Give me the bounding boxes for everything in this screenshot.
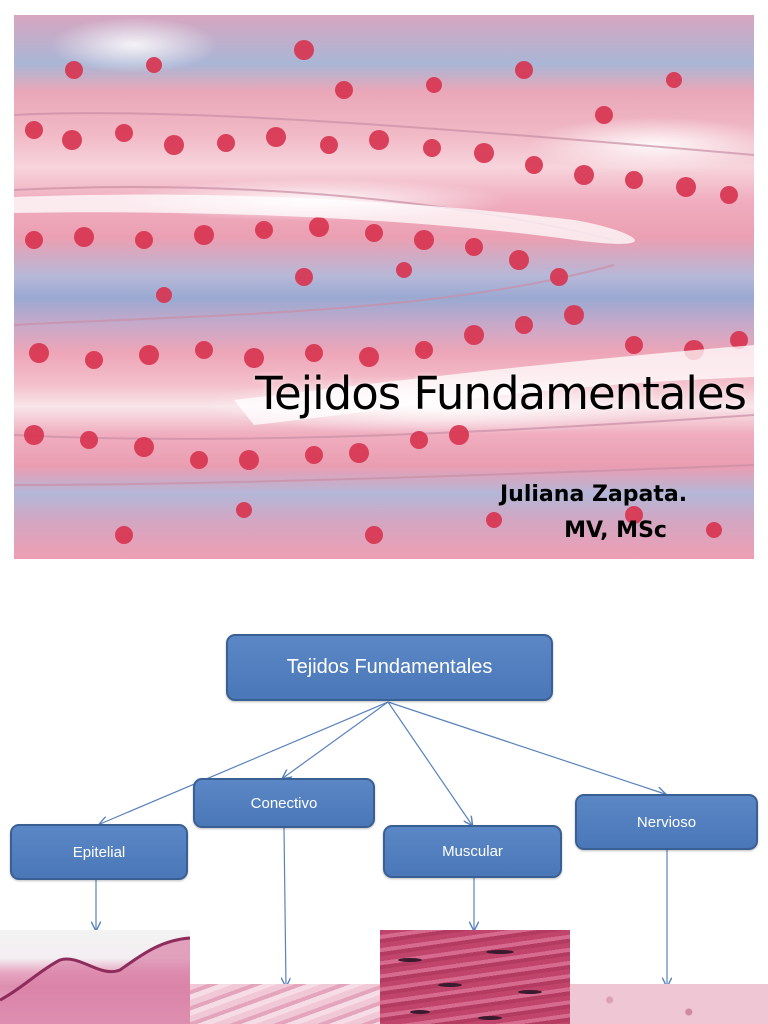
nervioso-tissue-image — [570, 984, 768, 1024]
muscular-tissue-image — [380, 930, 570, 1024]
connector-arrows — [0, 701, 768, 1024]
author-credentials: MV, MSc — [564, 518, 667, 543]
node-epitelial: Epitelial — [10, 824, 188, 880]
arrow-to-epitelial — [100, 701, 389, 824]
node-conectivo: Conectivo — [193, 778, 375, 828]
root-node: Tejidos Fundamentales — [226, 634, 553, 701]
arrow-to-nervioso — [387, 701, 665, 794]
node-nervioso: Nervioso — [575, 794, 758, 850]
conectivo-tissue-image — [190, 984, 380, 1024]
arrow-conectivo-image — [284, 827, 286, 986]
node-muscular: Muscular — [383, 825, 562, 878]
epitelial-tissue-image — [0, 930, 190, 1024]
diagram-slide: Tejidos Fundamentales Conectivo Epitelia… — [0, 600, 768, 1024]
author-block: Juliana Zapata. MV, MSc — [500, 477, 687, 549]
cover-slide: Tejidos Fundamentales Juliana Zapata. MV… — [14, 15, 754, 559]
histology-background-image — [14, 40, 754, 544]
arrow-to-muscular — [387, 701, 472, 825]
author-name: Juliana Zapata. — [500, 482, 688, 507]
slide-title: Tejidos Fundamentales — [255, 367, 747, 420]
arrow-to-conectivo — [283, 701, 389, 778]
